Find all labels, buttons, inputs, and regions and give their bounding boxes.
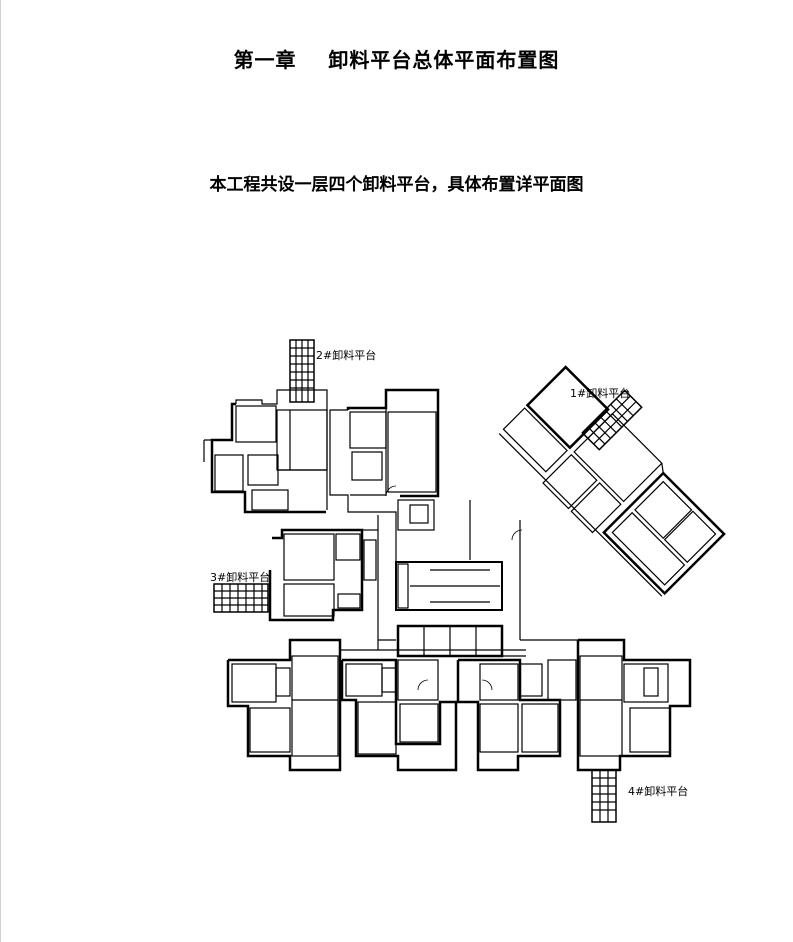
- platform-1-label: 1#卸料平台: [570, 386, 630, 400]
- lead-text: 本工程共设一层四个卸料平台，具体布置详平面图: [209, 175, 584, 195]
- chapter-title: 第一章 卸料平台总体平面布置图: [233, 48, 560, 72]
- floor-plan-lines: [203, 339, 726, 823]
- lower-middle-left-unit: [340, 658, 458, 772]
- lower-middle-right-unit: [456, 655, 562, 772]
- lower-left-unit: [226, 638, 378, 772]
- upper-left-wing: [203, 389, 328, 514]
- core-stairs-lifts: [378, 500, 540, 658]
- page-edge-rule: [0, 0, 1, 942]
- upper-middle-unit: [329, 388, 440, 600]
- platform-1-shape: [581, 389, 643, 451]
- left-wing-middle: [268, 515, 379, 650]
- platform-3-label: 3#卸料平台: [210, 570, 270, 584]
- platform-4-shape: [591, 769, 617, 823]
- platform-4-label: 4#卸料平台: [628, 784, 688, 798]
- platform-2-label: 2#卸料平台: [316, 348, 376, 362]
- platform-2-shape: [289, 339, 315, 403]
- platform-3-shape: [213, 583, 269, 613]
- lower-right-unit: [540, 638, 692, 772]
